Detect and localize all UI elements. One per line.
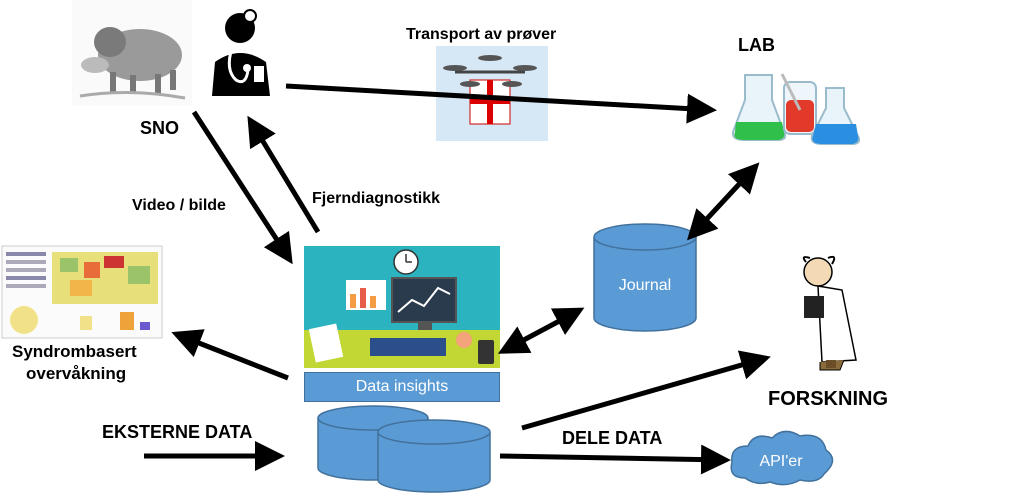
arrow-insights-journal (497, 307, 585, 354)
arrow-doctor-to-lab (285, 83, 717, 124)
muskox-illustration (72, 0, 192, 106)
arrow-insights-to-doctor (247, 115, 321, 234)
scientist-cartoon (802, 255, 857, 371)
data-insights-bar: Data insights (304, 372, 500, 402)
sno-label: SNO (140, 118, 180, 138)
api-cloud: API'er (730, 430, 834, 486)
arrows (144, 83, 771, 475)
forskning-label: FORSKNING (768, 388, 888, 410)
journal-label: Journal (619, 277, 671, 294)
dele-data-label: DELE DATA (562, 428, 663, 448)
fjerndiagnostikk-label: Fjerndiagnostikk (312, 190, 441, 207)
arrow-sno-to-insights (191, 110, 293, 265)
eksterne-data-label: EKSTERNE DATA (102, 422, 253, 442)
arrow-lab-journal (686, 162, 760, 241)
api-label: API'er (759, 453, 803, 470)
arrow-insights-to-map (171, 329, 289, 381)
arrow-db-to-api (499, 444, 731, 475)
arrow-db-to-forskning (521, 350, 771, 431)
journal-database: Journal (593, 223, 697, 332)
syndrom-label-line1: Syndrombasert (12, 342, 137, 361)
lab-flasks-image (731, 73, 861, 145)
syndrom-label-line2: overvåkning (26, 364, 127, 383)
surveillance-map-screenshot (1, 245, 163, 339)
doctor-icon (212, 9, 270, 96)
video-label: Video / bilde (132, 197, 226, 214)
transport-label: Transport av prøver (406, 26, 557, 43)
data-storage-database (317, 405, 491, 493)
data-insights-illustration (304, 246, 500, 368)
lab-label: LAB (738, 35, 775, 55)
data-insights-label: Data insights (355, 378, 449, 395)
